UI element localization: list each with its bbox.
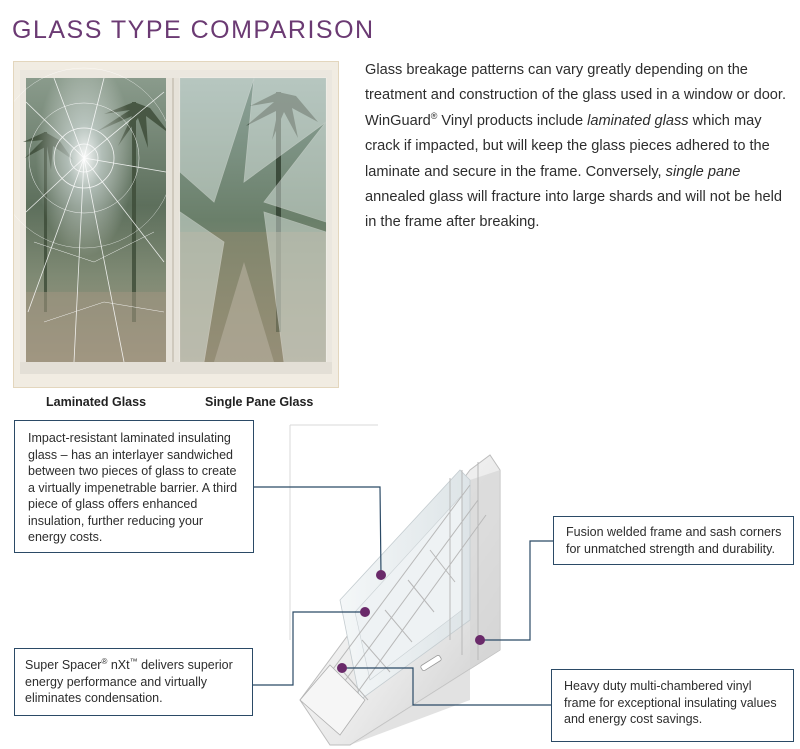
callout-text: Heavy duty multi-chambered vinyl frame f… [564, 679, 777, 726]
laminated-glass-caption: Laminated Glass [46, 395, 147, 409]
callout-super-spacer: Super Spacer® nXt™ delivers superior ene… [14, 648, 253, 716]
intro-paragraph: Glass breakage patterns can vary greatly… [365, 62, 787, 231]
window-photo-illustration [14, 67, 332, 374]
leader-chambered [342, 667, 551, 706]
callout-text: Fusion welded frame and sash corners for… [566, 525, 782, 556]
marker-dot-spacer [360, 607, 370, 617]
leader-laminated [254, 486, 382, 576]
page-title: GLASS TYPE COMPARISON [12, 16, 375, 44]
marker-dot-fusion [475, 635, 485, 645]
marker-dot-laminated [376, 570, 386, 580]
leader-spacer [253, 611, 365, 686]
callout-fusion-welded: Fusion welded frame and sash corners for… [553, 516, 794, 565]
single-pane-glass-caption: Single Pane Glass [205, 395, 314, 409]
callout-text: Impact-resistant laminated insulating gl… [28, 431, 238, 544]
leader-fusion [480, 540, 553, 641]
vinyl-frame-profile [299, 454, 501, 746]
callout-multi-chambered-frame: Heavy duty multi-chambered vinyl frame f… [551, 669, 794, 742]
marker-dot-chambered [337, 663, 347, 673]
glass-comparison-photo [13, 61, 339, 388]
callout-laminated-insulating-glass: Impact-resistant laminated insulating gl… [14, 420, 254, 553]
